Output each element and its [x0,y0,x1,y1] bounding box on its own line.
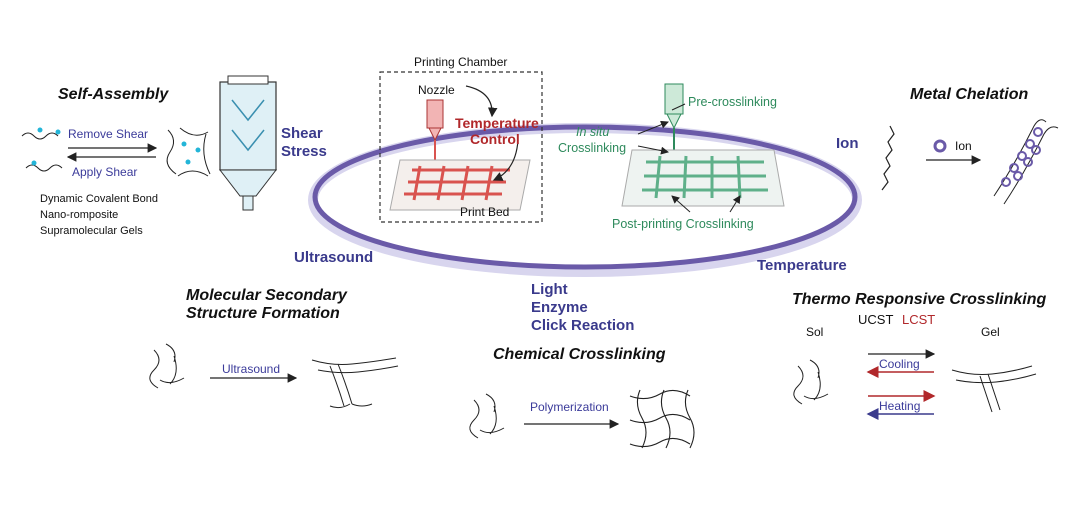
sol-coils-icon [793,359,829,405]
polymer-chain-icon [25,164,63,172]
ucst-label: UCST [858,312,894,327]
trigger-stress: Stress [281,143,327,160]
printing-chamber-label: Printing Chamber [414,55,508,69]
temp-control-arrow [492,139,519,181]
heating-label: Heating [879,399,921,413]
nozzle-pointer-arrow [465,85,498,118]
green-print-bed [621,149,785,207]
coil-chains-icon [149,343,185,389]
printing-chamber-box [379,71,543,223]
ultrasound-arrow-label: Ultrasound [222,362,281,376]
nozzle-label: Nozzle [418,83,455,97]
polymerization-label: Polymerization [530,400,609,414]
crosslinked-network-icon [629,389,695,449]
ion-icon [933,139,947,153]
in-situ-label: In situ [576,125,610,139]
trigger-temperature: Temperature [757,257,847,274]
remove-shear-label: Remove Shear [68,127,149,141]
trigger-shear: Shear [281,125,323,142]
lcst-label: LCST [902,312,936,327]
control-label: Control [470,131,520,147]
central-ring [312,124,858,270]
self-assembled-network-icon [166,127,211,177]
shear-syringe-icon [218,75,278,211]
in-situ-crosslinking-label: Crosslinking [558,141,627,155]
molecular-title-line2: Structure Formation [186,305,340,322]
chemical-crosslinking-title: Chemical Crosslinking [493,346,666,363]
monomer-chains-icon [469,393,505,439]
molecular-title-line1: Molecular Secondary [186,287,347,304]
gel-helix-icon [951,365,1037,413]
trigger-enzyme: Enzyme [531,299,588,316]
polymer-chain-icon [21,132,59,140]
chelation-ion-label: Ion [955,139,972,153]
cooling-label: Cooling [879,357,920,371]
trigger-ion: Ion [836,135,859,152]
apply-shear-label: Apply Shear [72,165,138,179]
pre-crosslinking-label: Pre-crosslinking [688,95,777,109]
red-printed-grid [404,165,510,201]
red-nozzle-icon [426,99,444,142]
helix-network-icon [311,357,399,409]
green-printed-grid [642,155,768,199]
chelated-chain-icon [993,119,1059,205]
thermo-title: Thermo Responsive Crosslinking [792,291,1047,308]
metal-chelation-title: Metal Chelation [910,86,1029,103]
temperature-label: Temperature [455,115,539,131]
note-dynamic-covalent: Dynamic Covalent Bond [40,193,159,205]
gel-label: Gel [981,325,1000,339]
linear-chain-icon [881,125,895,191]
trigger-ultrasound: Ultrasound [294,249,374,266]
self-assembly-title: Self-Assembly [58,86,169,103]
post-printing-label: Post-printing Crosslinking [612,217,754,231]
note-supramolecular: Supramolecular Gels [40,225,143,237]
print-bed-label: Print Bed [460,205,510,219]
sol-label: Sol [806,325,824,339]
note-nanocomposite: Nano-romposite [40,209,119,221]
trigger-light: Light [531,281,568,298]
trigger-click-reaction: Click Reaction [531,317,635,334]
